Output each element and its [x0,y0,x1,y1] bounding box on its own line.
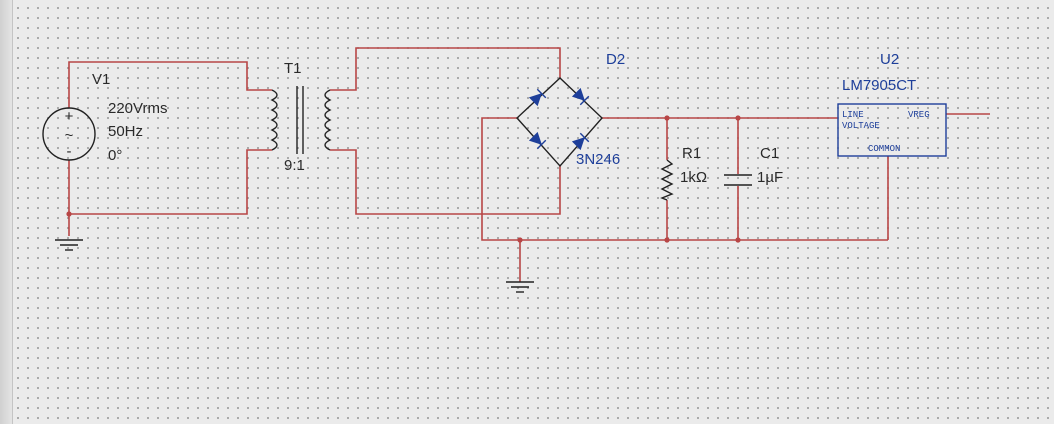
diode-icon [528,88,547,107]
wire-v1-bottom[interactable] [68,149,272,215]
v1-ref-label: V1 [92,71,110,88]
u2-pin-line: LINE [842,110,864,120]
wires [68,47,990,282]
transformer-primary-coil-icon [270,89,278,151]
source-plus-sign: + [65,108,74,125]
wire-t1-sec-top[interactable] [330,47,561,91]
junction-dot [517,237,523,243]
capacitor-c1[interactable] [724,174,752,186]
resistor-r1[interactable] [660,159,674,201]
source-minus-sign: - [67,143,72,160]
diode-icon [571,132,590,151]
ground-symbol-source[interactable] [55,239,83,251]
r1-ref-label: R1 [682,145,701,162]
v1-value-label: 220Vrms [108,100,167,117]
ac-source-v1[interactable]: + ~ - [42,107,96,161]
wire-t1-sec-bottom[interactable] [330,149,561,215]
r1-value-label: 1kΩ [680,169,707,186]
source-tilde-sign: ~ [65,127,74,144]
bridge-outline [516,77,603,168]
c1-ref-label: C1 [760,145,779,162]
ac-source-icon [42,107,96,161]
c1-value-label: 1µF [757,169,783,186]
diode-icon [571,87,590,106]
d2-part-label: 3N246 [576,151,620,168]
transformer-secondary-coil-icon [324,89,332,151]
wire-v1-top[interactable] [68,61,272,108]
bridge-rectifier-d2[interactable] [516,77,603,168]
u2-part-label: LM7905CT [842,77,916,94]
diode-icon [528,131,547,150]
t1-ratio-label: 9:1 [284,157,305,174]
u2-pin-voltage: VOLTAGE [842,121,880,131]
u2-pin-vreg: VREG [908,110,930,120]
wire-bridge-neg[interactable] [481,117,888,241]
junction-dot [735,115,741,121]
junction-dot [66,211,72,217]
voltage-regulator-u2[interactable] [837,103,947,157]
v1-freq-label: 50Hz [108,123,143,140]
t1-ref-label: T1 [284,60,302,77]
u2-ref-label: U2 [880,51,899,68]
ground-symbol-bridge[interactable] [506,281,534,293]
transformer-t1[interactable] [270,86,332,154]
junctions [66,115,741,243]
u2-pin-common: COMMON [868,144,900,154]
v1-phase-label: 0° [108,147,122,164]
junction-dot [664,237,670,243]
junction-dot [664,115,670,121]
resistor-icon [660,159,674,201]
workspace-left-edge [0,0,13,424]
regulator-box [837,103,947,157]
junction-dot [735,237,741,243]
d2-ref-label: D2 [606,51,625,68]
